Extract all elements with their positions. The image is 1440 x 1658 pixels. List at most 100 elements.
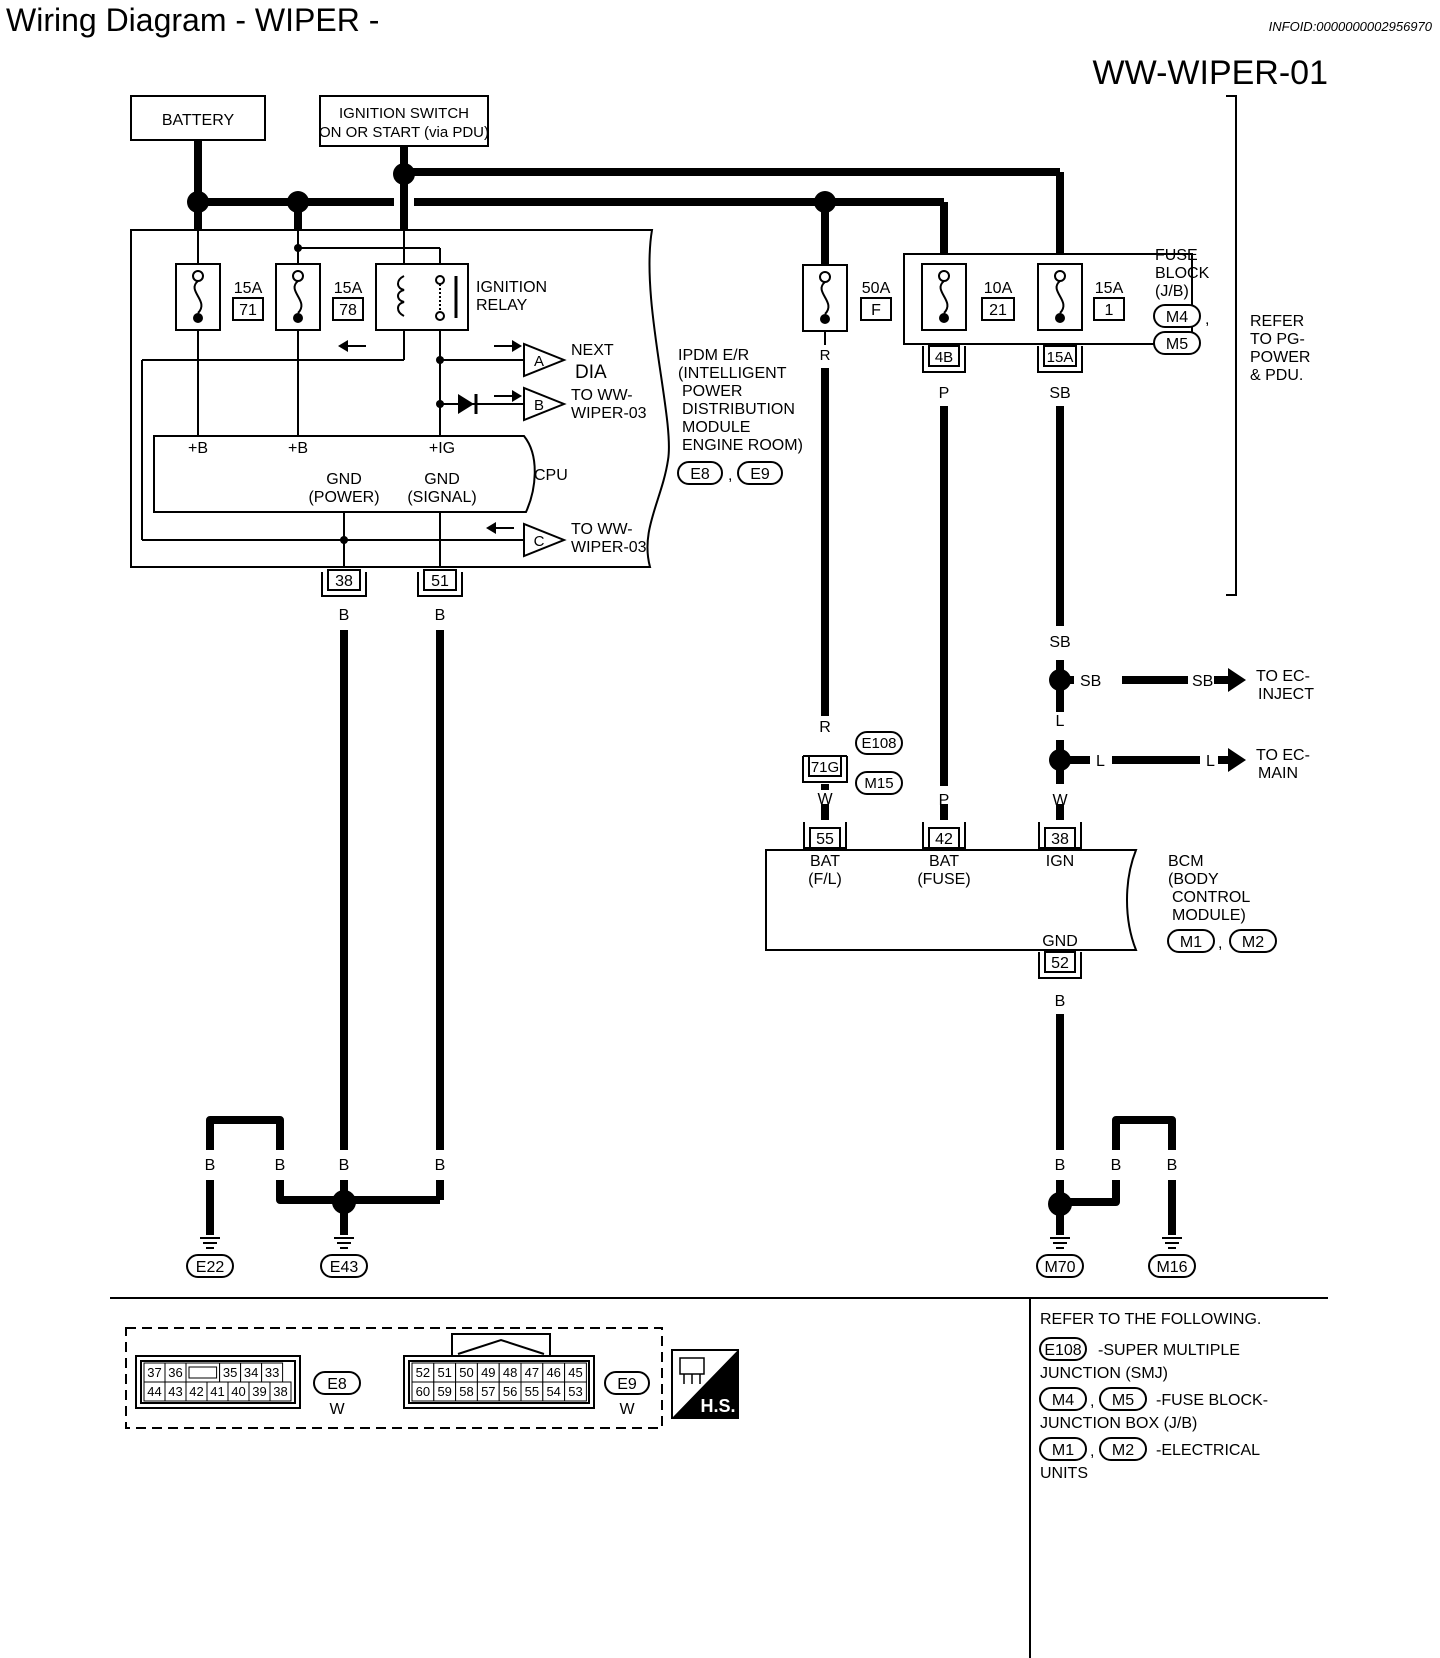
ipdm-connector-e9-label: E9 xyxy=(750,466,770,483)
battery-box xyxy=(130,95,266,141)
to-wiper03-b-1: TO WW- xyxy=(571,387,633,404)
to-wiper03-arrow-c xyxy=(523,522,567,558)
connector-views-frame xyxy=(125,1327,663,1429)
bcm-terminal-38: 38 xyxy=(1051,831,1069,848)
ground-wire-color: B xyxy=(339,1157,350,1174)
fuse-f-number-box xyxy=(860,297,892,321)
info-id: INFOID:0000000002956970 xyxy=(1269,19,1433,34)
smj-connector-e108 xyxy=(855,731,903,755)
terminal-4b-box xyxy=(928,345,960,367)
cpu-pin-b2: +B xyxy=(288,440,308,457)
connector-pin-number: 51 xyxy=(437,1365,451,1380)
wire-f-color: R xyxy=(820,347,831,364)
connector-pin-number: 33 xyxy=(265,1365,279,1380)
ipdm-name-1: IPDM E/R xyxy=(678,347,749,364)
ignition-switch-label-2: ON OR START (via PDU) xyxy=(319,124,489,141)
connector-pin-number: 45 xyxy=(568,1365,582,1380)
bcm-connector-m1-label: M1 xyxy=(1180,934,1202,951)
wire-42-color: P xyxy=(939,792,950,809)
ground-e22 xyxy=(186,1254,234,1278)
cpu-gnd-power-1: GND xyxy=(326,471,362,488)
bcm-pin-ign: IGN xyxy=(1046,853,1074,870)
diagram-code: WW-WIPER-01 xyxy=(1093,54,1328,92)
refer-pg-3: POWER xyxy=(1250,349,1310,366)
splice-l-left: L xyxy=(1096,753,1105,770)
bcm-pin-bat-fl-1: BAT xyxy=(810,853,840,870)
terminal-38-box xyxy=(327,569,361,591)
connector-pin-number: 38 xyxy=(273,1384,287,1399)
splice-dot xyxy=(287,191,309,213)
harness-side-label: H.S. xyxy=(700,1396,735,1416)
svg-text:,: , xyxy=(1205,311,1209,328)
fuse-21-number: 21 xyxy=(989,302,1007,319)
bcm-name-2: (BODY xyxy=(1168,871,1219,888)
wire-52-color: B xyxy=(1055,993,1066,1010)
to-ec-inject-arrow xyxy=(1228,668,1246,692)
to-ec-main-arrow xyxy=(1228,748,1246,772)
fuse-f xyxy=(802,264,848,332)
refer-connector-m2-label: M2 xyxy=(1112,1442,1134,1459)
refer-connector-m5 xyxy=(1099,1387,1147,1411)
bcm-pin-bat-fl-2: (F/L) xyxy=(808,871,842,888)
bcm-pin-bat-fuse-1: BAT xyxy=(929,853,959,870)
battery-label: BATTERY xyxy=(162,112,235,129)
connector-pin-number: 34 xyxy=(244,1365,258,1380)
ground-m70-label: M70 xyxy=(1044,1259,1075,1276)
connector-pin-cell xyxy=(564,1381,587,1402)
connector-pin-number: 43 xyxy=(168,1384,182,1399)
arrow-b-letter: B xyxy=(534,397,544,414)
ground-e43 xyxy=(320,1254,368,1278)
to-wiper03-c-1: TO WW- xyxy=(571,521,633,538)
fuse-78-amp: 15A xyxy=(334,280,363,297)
refer-item3-line2: UNITS xyxy=(1040,1465,1088,1482)
bcm-name-1: BCM xyxy=(1168,853,1204,870)
fuse-21-number-box xyxy=(981,297,1015,321)
smj-connector-e108-label: E108 xyxy=(861,735,896,752)
wire-ign-color: W xyxy=(1052,792,1068,809)
bcm-terminal-52: 52 xyxy=(1051,955,1069,972)
fuse-block-connector-m5-label: M5 xyxy=(1166,336,1188,353)
connector-pin-number: 41 xyxy=(210,1384,224,1399)
refer-pg-1: REFER xyxy=(1250,313,1304,330)
terminal-15a: 15A xyxy=(1047,349,1074,366)
cpu-box xyxy=(153,435,536,513)
fuse-78 xyxy=(275,263,321,331)
bcm-name-4: MODULE) xyxy=(1172,907,1246,924)
connector-pin-number: 52 xyxy=(416,1365,430,1380)
bcm-terminal-42: 42 xyxy=(935,831,953,848)
splice-dot xyxy=(814,191,836,213)
refer-connector-e108-label: E108 xyxy=(1044,1342,1081,1359)
connector-pin-number: 42 xyxy=(189,1384,203,1399)
fuse-21 xyxy=(921,263,967,331)
ground-m16 xyxy=(1148,1254,1196,1278)
splice-sb-left: SB xyxy=(1080,673,1101,690)
terminal-51-box xyxy=(423,569,457,591)
fuse-78-number-box xyxy=(332,297,364,321)
connector-pin-number: 59 xyxy=(437,1384,451,1399)
fuse-71-amp: 15A xyxy=(234,280,263,297)
connector-e8-label: E8 xyxy=(327,1376,347,1393)
ignition-switch-box xyxy=(319,95,489,147)
bcm-name-3: CONTROL xyxy=(1172,889,1250,906)
ipdm-name-5: MODULE xyxy=(682,419,750,436)
fuse-block-name-2: BLOCK xyxy=(1155,265,1210,282)
connector-e8-id-oval xyxy=(313,1371,361,1395)
connector-pin-number: 39 xyxy=(252,1384,266,1399)
refer-pg-2: TO PG- xyxy=(1250,331,1305,348)
refer-connector-m2 xyxy=(1099,1437,1147,1461)
cpu-gnd-signal-1: GND xyxy=(424,471,460,488)
refer-item2-line1: -FUSE BLOCK- xyxy=(1156,1392,1268,1409)
cpu-pin-ig: +IG xyxy=(429,440,455,457)
connector-icon xyxy=(679,1357,705,1384)
connector-pin-number: 36 xyxy=(168,1365,182,1380)
next-dia-arrow xyxy=(523,342,567,378)
connector-pin-number: 60 xyxy=(416,1384,430,1399)
splice-l-top: L xyxy=(1056,713,1065,730)
ground-icon xyxy=(199,1237,221,1249)
connector-pin-number: 50 xyxy=(459,1365,473,1380)
arrow-c-letter: C xyxy=(534,533,545,550)
connector-pin-number: 56 xyxy=(503,1384,517,1399)
ground-m16-label: M16 xyxy=(1156,1259,1187,1276)
wire-38-color: B xyxy=(339,607,350,624)
